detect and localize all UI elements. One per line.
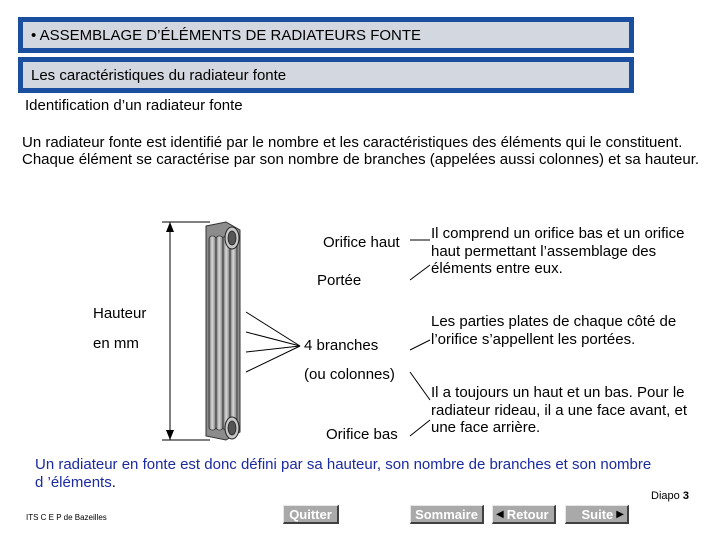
branch-1 bbox=[208, 235, 217, 431]
intro-paragraph-2: Chaque élément se caractérise par son no… bbox=[22, 151, 700, 168]
slide-label: Diapo bbox=[651, 490, 680, 502]
school-name: ITS C E P de Bazeilles bbox=[26, 513, 107, 522]
title-banner: • ASSEMBLAGE D’ÉLÉMENTS DE RADIATEURS FO… bbox=[18, 17, 634, 53]
conclusion-period: . bbox=[111, 474, 116, 491]
note-haut-bas: Il a toujours un haut et un bas. Pour le… bbox=[431, 384, 687, 436]
back-button[interactable]: ◀ Retour bbox=[492, 505, 556, 524]
back-arrow-icon: ◀ bbox=[496, 508, 504, 520]
intro-paragraph-1: Un radiateur fonte est identifié par le … bbox=[22, 134, 683, 151]
label-branches: 4 branches bbox=[304, 337, 379, 354]
back-button-label: Retour bbox=[506, 506, 549, 522]
conclusion-main: Un radiateur en fonte est donc défini pa… bbox=[35, 456, 652, 491]
slide-number: Diapo 3 bbox=[651, 490, 689, 502]
label-hauteur: Hauteur bbox=[93, 305, 147, 322]
label-orifice-bas: Orifice bas bbox=[326, 426, 398, 443]
label-portee: Portée bbox=[317, 272, 362, 289]
branch-leader-lines bbox=[245, 239, 431, 437]
summary-button-label: Sommaire bbox=[415, 506, 478, 522]
conclusion-text: Un radiateur en fonte est donc défini pa… bbox=[35, 456, 655, 492]
branch-2 bbox=[215, 235, 224, 431]
next-button-label: Suite bbox=[581, 506, 614, 522]
page-title: • ASSEMBLAGE D’ÉLÉMENTS DE RADIATEURS FO… bbox=[31, 26, 422, 44]
note-portees: Les parties plates de chaque côté de l’o… bbox=[431, 313, 677, 348]
subtitle-banner: Les caractéristiques du radiateur fonte bbox=[18, 57, 634, 93]
page-subtitle: Les caractéristiques du radiateur fonte bbox=[31, 66, 287, 84]
slide-number-value: 3 bbox=[682, 490, 689, 502]
label-en-mm: en mm bbox=[93, 335, 139, 352]
radiator-element bbox=[205, 221, 241, 441]
next-button[interactable]: Suite ▶ bbox=[565, 505, 629, 524]
quit-button-label: Quitter bbox=[289, 506, 332, 522]
branch-3 bbox=[222, 235, 231, 431]
quit-button[interactable]: Quitter bbox=[283, 505, 339, 524]
height-dimension bbox=[162, 221, 210, 441]
next-arrow-icon: ▶ bbox=[616, 508, 624, 520]
note-orifices: Il comprend un orifice bas et un orifice… bbox=[431, 225, 685, 277]
label-colonnes: (ou colonnes) bbox=[304, 366, 395, 383]
intro-text: Un radiateur fonte est identifié par le … bbox=[22, 134, 702, 168]
section-title: Identification d’un radiateur fonte bbox=[25, 97, 243, 114]
branch-4 bbox=[229, 235, 238, 431]
label-orifice-haut: Orifice haut bbox=[323, 234, 400, 251]
summary-button[interactable]: Sommaire bbox=[410, 505, 484, 524]
